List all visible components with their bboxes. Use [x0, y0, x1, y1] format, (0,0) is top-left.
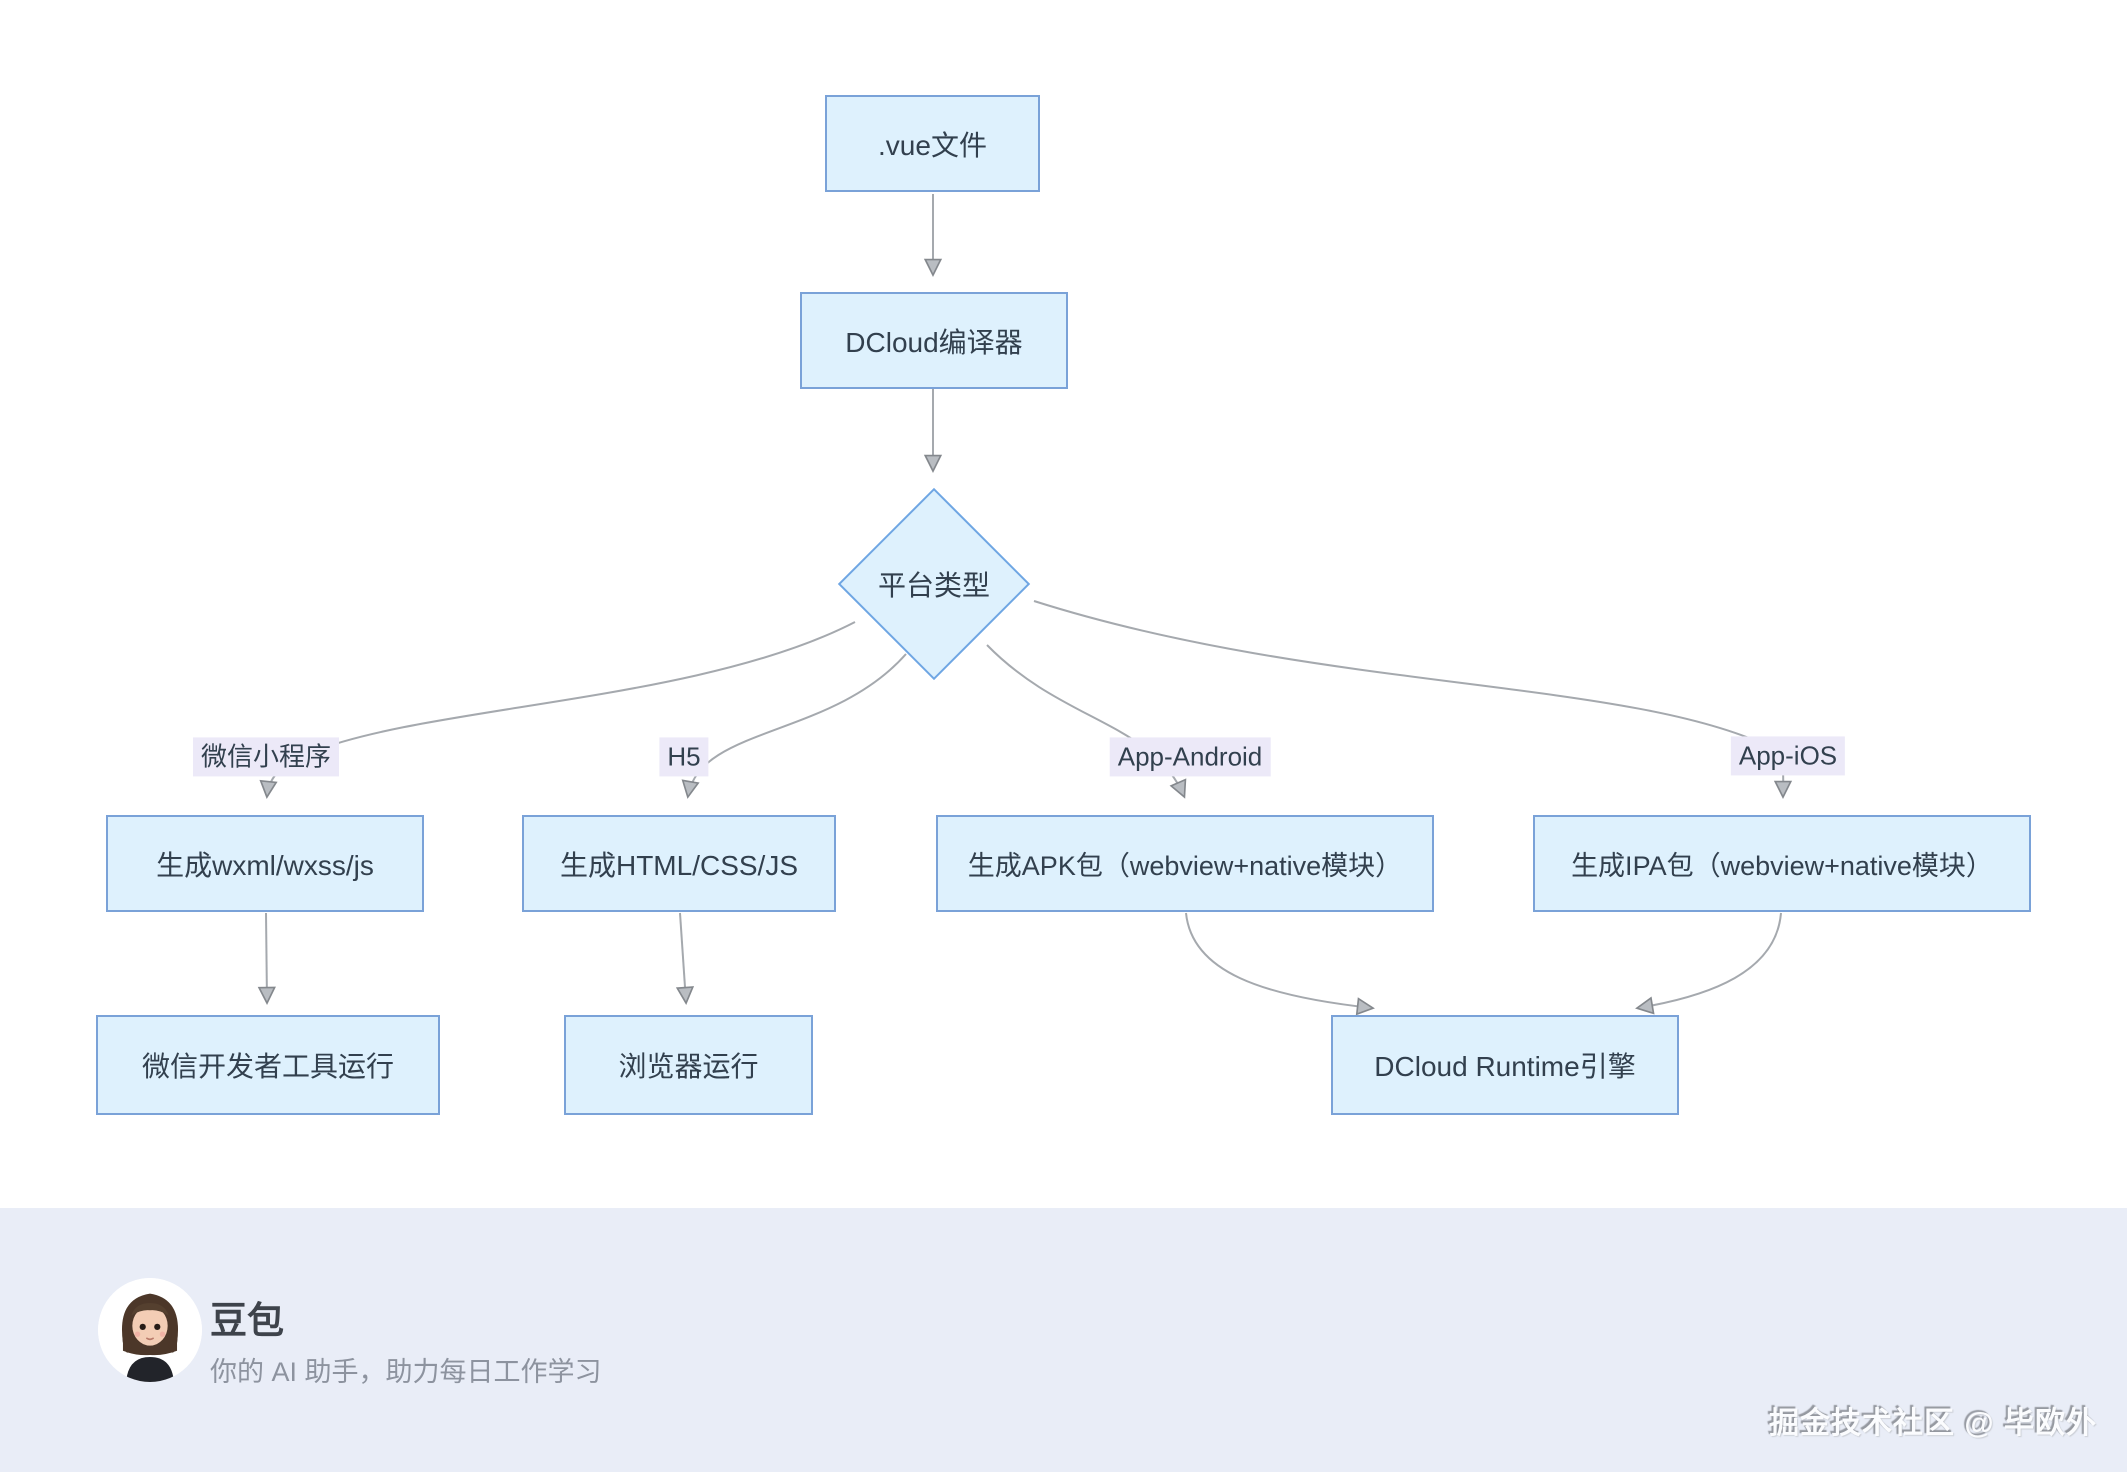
edge-ipa-to-runtime: [1635, 912, 1782, 1015]
decision-label: 平台类型: [877, 570, 990, 601]
edge-platform-to-wxml: [259, 621, 856, 799]
node-dcloud-runtime: DCloud Runtime引擎: [1331, 1015, 1679, 1115]
bot-tagline: 你的 AI 助手，助力每日工作学习: [210, 1357, 602, 1387]
watermark-text: 掘金技术社区 @ 毕欧外: [1769, 1407, 2097, 1440]
edge-wxml-to-devtool: [257, 912, 276, 1005]
doubao-avatar: [98, 1278, 202, 1382]
edge-html-to-browser: [675, 912, 695, 1005]
node-wechat-devtool: 微信开发者工具运行: [96, 1015, 440, 1115]
node-gen-wxml: 生成wxml/wxss/js: [106, 815, 424, 912]
footer-bar: [0, 1208, 2127, 1472]
bot-name: 豆包: [210, 1300, 284, 1341]
edge-label-weapp: 微信小程序: [192, 737, 340, 777]
node-dcloud-compiler: DCloud编译器: [800, 292, 1068, 389]
edge-apk-to-runtime: [1185, 912, 1375, 1016]
node-vue-file: .vue文件: [825, 95, 1040, 192]
avatar-girl-icon: [98, 1278, 202, 1382]
decision-platform-type: 平台类型: [837, 487, 1031, 681]
edge-platform-to-html: [681, 653, 907, 799]
node-gen-html: 生成HTML/CSS/JS: [522, 815, 836, 912]
edge-label-h5: H5: [659, 737, 709, 777]
node-gen-apk: 生成APK包（webview+native模块）: [936, 815, 1434, 912]
node-browser-run: 浏览器运行: [564, 1015, 813, 1115]
edge-label-app-android: App-Android: [1109, 737, 1271, 777]
node-gen-ipa: 生成IPA包（webview+native模块）: [1533, 815, 2031, 912]
edge-label-app-ios: App-iOS: [1730, 736, 1846, 776]
